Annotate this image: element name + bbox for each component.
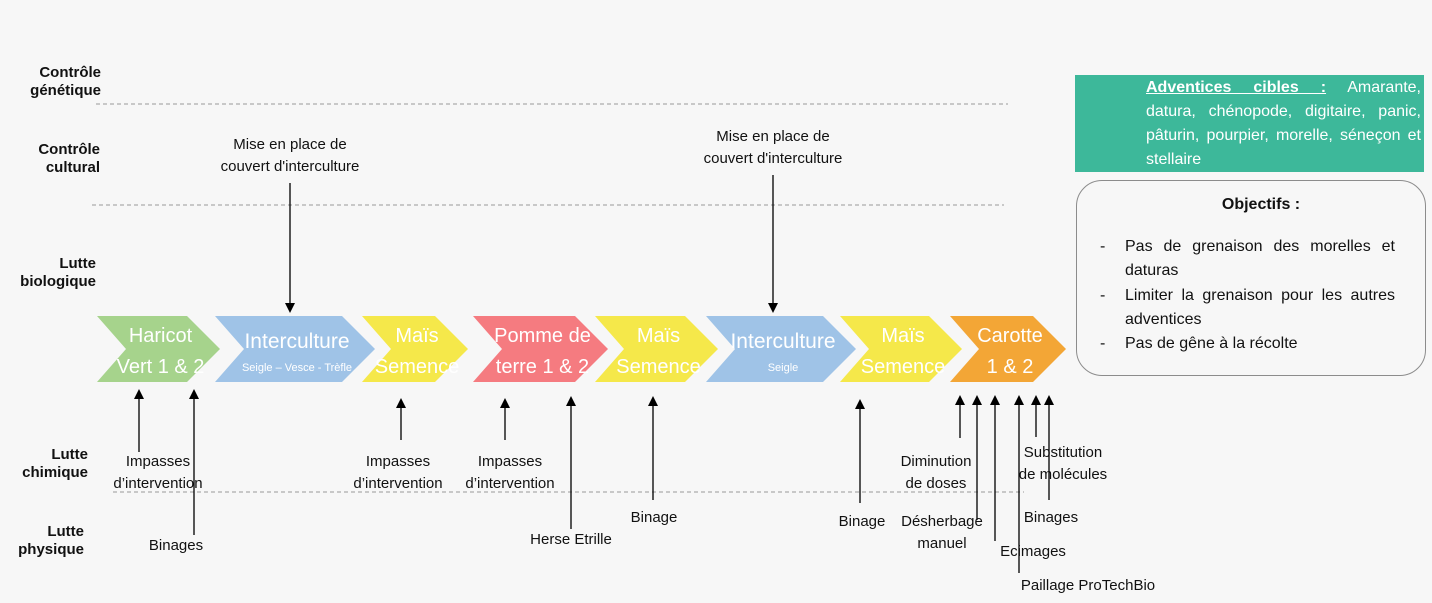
objectifs-title: Objectifs : xyxy=(1221,196,1301,213)
crop-chevron xyxy=(950,316,1066,382)
crop-name: Carotte xyxy=(977,325,1043,347)
crop-name: Maïs xyxy=(881,325,924,347)
adventices-list: Amarante, datura, chénopode, digitaire, … xyxy=(1146,79,1421,168)
crop-name: Maïs xyxy=(395,325,438,347)
label-ecimages: Ecimages xyxy=(1000,543,1066,560)
category-lutte-physique: Lutte physique xyxy=(18,523,84,558)
cultural-note-1: Mise en place de couvert d'interculture xyxy=(220,136,360,175)
crop-name-line2: Semence xyxy=(616,356,701,378)
crop-name: Pomme de xyxy=(494,325,591,347)
adventices-cibles-box: Adventices cibles : Amarante, datura, ch… xyxy=(1075,75,1424,172)
crop-subtitle: Seigle xyxy=(768,362,799,374)
category-controle-cultural: Contrôle cultural xyxy=(38,141,100,176)
category-lutte-biologique: Lutte biologique xyxy=(20,255,96,290)
label-binages-2: Binages xyxy=(1023,509,1079,526)
adventices-title: Adventices cibles : xyxy=(1146,79,1327,96)
crop-name-line2: Semence xyxy=(861,356,946,378)
cultural-note-2: Mise en place de couvert d'interculture xyxy=(703,128,843,167)
crop-name-line2: terre 1 & 2 xyxy=(496,356,589,378)
label-binage-2: Binage xyxy=(838,513,886,530)
objectif-item: - Pas de gêne à la récolte xyxy=(1100,335,1298,352)
objectif-item: - Limiter la grenaison pour les autres a… xyxy=(1100,287,1395,328)
crop-name: Interculture xyxy=(730,330,835,353)
category-controle-genetique: Contrôle génétique xyxy=(30,64,101,99)
objectifs-box: Objectifs : - Pas de grenaison des morel… xyxy=(1076,180,1426,376)
label-substitution-molecules: Substitution de molécules xyxy=(1018,444,1108,483)
category-lutte-chimique: Lutte chimique xyxy=(22,446,88,481)
crop-chevron xyxy=(706,316,856,382)
label-binages-1: Binages xyxy=(148,537,204,554)
label-herse-etrille: Herse Etrille xyxy=(530,531,612,548)
crop-name-line2: Semence xyxy=(375,356,460,378)
crop-name-line2: 1 & 2 xyxy=(987,356,1034,378)
label-impasses-2: Impasses d’intervention xyxy=(353,453,443,492)
crop-name: Maïs xyxy=(637,325,680,347)
crop-chevron xyxy=(840,316,962,382)
crop-chevron xyxy=(97,316,220,382)
crop-chevron xyxy=(215,316,375,382)
crop-chevron xyxy=(473,316,608,382)
crop-subtitle: Seigle – Vesce - Trèfle xyxy=(242,362,352,374)
label-binage-1: Binage xyxy=(630,509,678,526)
label-paillage: Paillage ProTechBio xyxy=(1020,577,1156,594)
label-desherbage-manuel: Désherbage manuel xyxy=(901,513,983,552)
crop-chevron xyxy=(362,316,468,382)
crop-chevron xyxy=(595,316,718,382)
crop-name-line2: Vert 1 & 2 xyxy=(117,356,205,378)
crop-name: Interculture xyxy=(244,330,349,353)
label-impasses-3: Impasses d’intervention xyxy=(465,453,555,492)
crop-name: Haricot xyxy=(129,325,193,347)
label-diminution-doses: Diminution de doses xyxy=(900,453,972,492)
label-impasses-1: Impasses d’intervention xyxy=(113,453,203,492)
objectif-item: - Pas de grenaison des morelles et datur… xyxy=(1100,238,1395,279)
